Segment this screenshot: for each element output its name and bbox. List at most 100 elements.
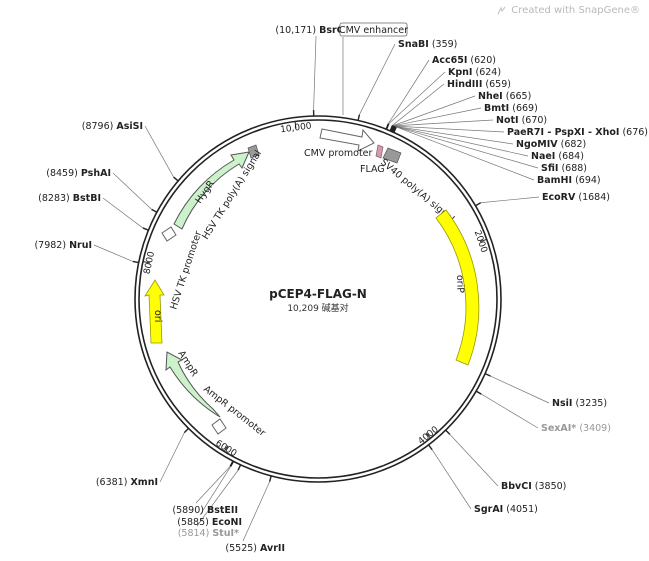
flag-feature[interactable]: FLAG xyxy=(360,144,385,175)
ori-label: ori xyxy=(152,310,163,322)
tick-mark xyxy=(294,121,297,129)
site-pshai[interactable]: (8459) PshAI xyxy=(46,168,158,213)
plasmid-name: pCEP4-FLAG-N xyxy=(269,287,367,301)
site-tick xyxy=(385,123,390,130)
cmv-promoter-feature[interactable]: CMV promoter xyxy=(304,128,375,159)
site-leader xyxy=(480,196,540,204)
site-tick xyxy=(237,464,242,471)
features: CMV enhancer CMV promoter FLAG SV40 poly… xyxy=(144,22,480,439)
tick-mark xyxy=(479,238,487,243)
backbone xyxy=(134,115,502,483)
site-label: NotI (670) xyxy=(496,115,547,126)
site-label: (5890) BstEII xyxy=(172,505,238,516)
site-leader xyxy=(481,393,539,429)
site-bbvci[interactable]: BbvCI (3850) xyxy=(445,429,567,492)
orip-label: oriP xyxy=(454,275,466,294)
tick-label: 8000 xyxy=(143,250,158,275)
site-tick xyxy=(484,373,491,377)
site-label: EcoRV (1684) xyxy=(542,192,610,203)
site-nsii[interactable]: NsiI (3235) xyxy=(484,373,607,409)
site-nrui[interactable]: (7982) NruI xyxy=(34,240,139,264)
site-paer7i-pspxi-xhoi[interactable]: PaeR7I - PspXI - XhoI (676) xyxy=(391,125,648,138)
hsv-tk-promoter-label: HSV TK promoter xyxy=(168,230,204,311)
site-tick xyxy=(268,475,272,482)
cmv-enhancer-label: CMV enhancer xyxy=(339,25,408,36)
site-label: BmtI (669) xyxy=(484,103,538,114)
site-label: SexAI* (3409) xyxy=(541,423,611,434)
site-tick xyxy=(445,429,451,435)
site-label: KpnI (624) xyxy=(448,67,501,78)
site-sgrai[interactable]: SgrAI (4051) xyxy=(427,444,538,515)
site-bamhi[interactable]: BamHI (694) xyxy=(393,126,601,186)
tick-label: 4000 xyxy=(417,425,441,447)
site-label: NgoMIV (682) xyxy=(516,139,586,150)
watermark-text: Created with SnapGene® xyxy=(511,5,640,16)
site-label: (8796) AsiSI xyxy=(82,121,143,132)
site-stui[interactable]: (5814) StuI* xyxy=(178,464,242,539)
site-leader xyxy=(393,95,476,126)
site-leader xyxy=(112,172,152,210)
hsv-tk-promoter-feature[interactable]: HSV TK promoter xyxy=(161,226,204,311)
site-tick xyxy=(132,260,139,264)
site-econi[interactable]: (5885) EcoNI xyxy=(177,460,242,528)
site-leader xyxy=(159,432,185,483)
cmv-promoter-label: CMV promoter xyxy=(304,148,373,159)
site-leader xyxy=(396,126,535,181)
site-label: (8283) BstBI xyxy=(38,193,101,204)
site-asisi[interactable]: (8796) AsiSI xyxy=(82,121,179,182)
site-leader xyxy=(199,466,231,516)
tick-mark xyxy=(425,432,431,439)
site-label: SnaBI (359) xyxy=(398,39,457,50)
site-avrii[interactable]: (5525) AvrII xyxy=(225,475,285,554)
tick-label: 2000 xyxy=(472,229,489,254)
site-leader xyxy=(449,434,499,487)
snapgene-watermark: Created with SnapGene® xyxy=(497,5,640,16)
site-leader xyxy=(242,481,270,542)
site-label: (5885) EcoNI xyxy=(177,517,242,528)
site-sexai[interactable]: SexAI* (3409) xyxy=(475,390,611,434)
flag-label: FLAG xyxy=(360,164,385,175)
site-bstbi[interactable]: (8283) BstBI xyxy=(38,193,149,231)
site-label: (7982) NruI xyxy=(34,240,92,251)
restriction-sites: (10,171) BsrGI SnaBI (359) Acc65I (620)Kpn… xyxy=(34,25,648,554)
site-label: (5525) AvrII xyxy=(225,543,285,554)
site-label: Acc65I (620) xyxy=(432,55,496,66)
site-kpni[interactable]: KpnI (624) xyxy=(385,67,501,130)
site-label: BamHI (694) xyxy=(537,175,601,186)
site-label: (8459) PshAI xyxy=(46,168,111,179)
site-leader xyxy=(392,83,445,126)
site-leader xyxy=(388,71,446,125)
site-bsteii[interactable]: (5890) BstEII xyxy=(172,460,238,516)
site-ecorv[interactable]: EcoRV (1684) xyxy=(475,192,610,207)
map-center: pCEP4-FLAG-N 10,209 碱基对 xyxy=(269,287,367,314)
cmv-enhancer-feature[interactable]: CMV enhancer xyxy=(339,22,408,115)
site-label: HindIII (659) xyxy=(447,79,511,90)
plasmid-size: 10,209 碱基对 xyxy=(287,302,348,314)
site-tick xyxy=(173,176,179,182)
site-label: NsiI (3235) xyxy=(552,398,607,409)
tick-mark xyxy=(223,445,229,452)
site-leader xyxy=(102,197,144,229)
site-label: (10,171) BsrGI xyxy=(275,25,348,36)
site-tick xyxy=(427,444,433,451)
site-label: SfiI (688) xyxy=(541,163,587,174)
site-label: NaeI (684) xyxy=(531,151,584,162)
site-snabi[interactable]: SnaBI (359) xyxy=(357,39,457,121)
site-tick xyxy=(229,460,234,467)
site-tick xyxy=(142,227,149,231)
site-leader xyxy=(490,375,550,404)
site-leader xyxy=(388,59,430,124)
site-bsrgi[interactable]: (10,171) BsrGI xyxy=(275,25,348,117)
site-leader xyxy=(395,126,539,169)
site-label: PaeR7I - PspXI - XhoI (676) xyxy=(507,127,648,138)
site-leader xyxy=(195,466,231,504)
site-tick xyxy=(475,202,482,207)
site-xmni[interactable]: (6381) XmnI xyxy=(96,427,190,488)
site-leader xyxy=(393,107,482,127)
site-leader xyxy=(394,126,514,145)
site-leader xyxy=(359,43,396,115)
site-leader xyxy=(93,244,133,262)
orip-feature[interactable]: oriP xyxy=(435,209,480,366)
ori-feature[interactable]: ori xyxy=(144,279,165,344)
